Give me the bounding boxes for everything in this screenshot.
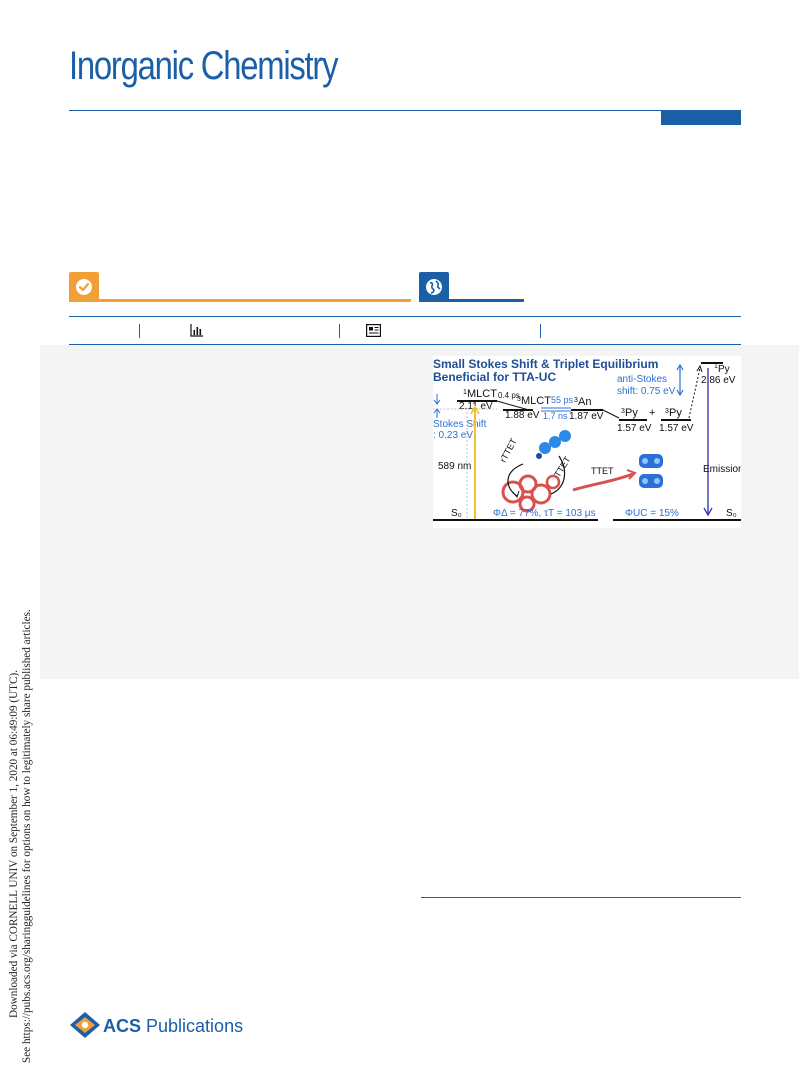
- s0-left-label: S₀: [451, 508, 462, 519]
- mlct-complex-image: [501, 474, 561, 513]
- open-access-badge[interactable]: [419, 272, 449, 302]
- anthracene-image: [536, 430, 571, 459]
- an3-sup: 3: [574, 397, 578, 404]
- rttet-label: rTTET: [498, 436, 519, 464]
- s0-right-label: S₀: [726, 508, 737, 519]
- stokes-arrow-up: [433, 408, 441, 418]
- download-note-line-2: See https://pubs.acs.org/sharingguidelin…: [21, 609, 33, 1063]
- mlct1-label: MLCT: [467, 388, 497, 400]
- mlct1-time: 0.4 ps: [498, 391, 520, 400]
- acs-authorchoice-badge[interactable]: [69, 272, 99, 302]
- stokes-arrow-down: [433, 394, 441, 405]
- globe-icon: [426, 279, 442, 295]
- py1-sup: 1: [714, 363, 718, 370]
- an3-label: An: [578, 396, 591, 408]
- metrics-separator: [139, 324, 140, 338]
- metrics-separator: [339, 324, 340, 338]
- ttet-arrow: [602, 409, 620, 419]
- mlct1-energy: 2.11 eV: [459, 401, 493, 412]
- download-note-line-1: Downloaded via CORNELL UNIV on September…: [8, 669, 20, 1018]
- antistokes-line-2: shift: 0.75 eV: [617, 386, 676, 397]
- newspaper-icon: [366, 324, 382, 338]
- check-circle-icon: [76, 279, 92, 295]
- publisher-publications: Publications: [141, 1016, 244, 1036]
- metrics-link[interactable]: [190, 324, 204, 342]
- toc-graphic[interactable]: Small Stokes Shift & Triplet Equilibrium…: [433, 356, 741, 528]
- recommended-link[interactable]: [366, 324, 382, 342]
- py3b-label: Py: [669, 407, 682, 419]
- title-rule: [69, 110, 741, 111]
- stokes-label: Stokes Shift: [433, 419, 487, 430]
- metrics-separator: [540, 324, 541, 338]
- py3b-energy: 1.57 eV: [659, 423, 694, 434]
- rate-forward: 55 ps: [551, 395, 574, 405]
- pyrene-dimer-image: [639, 454, 663, 488]
- journal-title: Inorganic Chemistry: [69, 44, 339, 88]
- mlct3-label: MLCT: [521, 395, 551, 407]
- py3a-sup: 3: [621, 408, 625, 415]
- mlct3-energy: 1.88 eV: [505, 410, 540, 421]
- py1-label: Py: [718, 364, 730, 375]
- stokes-value: : 0.23 eV: [433, 430, 473, 441]
- badge-underline-orange: [69, 299, 411, 302]
- py3b-sup: 3: [665, 408, 669, 415]
- bar-chart-icon: [190, 324, 203, 337]
- ttet-label-b: TTET: [591, 466, 614, 476]
- an3-energy: 1.87 eV: [569, 411, 604, 422]
- toc-title-line-2: Beneficial for TTA-UC: [433, 370, 556, 384]
- ttet-label-a: TTET: [552, 454, 573, 479]
- mlct3-sup: 3: [517, 396, 521, 403]
- rate-back: 1.7 ns: [543, 411, 568, 421]
- metrics-bar-top-rule: [69, 316, 741, 317]
- toc-title-line-1: Small Stokes Shift & Triplet Equilibrium: [433, 357, 658, 371]
- excitation-label: 589 nm: [438, 461, 471, 472]
- title-tab: [661, 110, 741, 125]
- py3a-label: Py: [625, 407, 638, 419]
- energy-diagram: Small Stokes Shift & Triplet Equilibrium…: [433, 357, 741, 521]
- antistokes-line-1: anti-Stokes: [617, 374, 667, 385]
- py3a-energy: 1.57 eV: [617, 423, 652, 434]
- footnote-rule: [421, 897, 741, 898]
- isc-arrow: [496, 400, 530, 411]
- py1-energy: 2.86 eV: [701, 375, 736, 386]
- metrics-bar-bottom-rule: [69, 344, 741, 345]
- download-note: Downloaded via CORNELL UNIV on September…: [0, 315, 40, 1063]
- badge-underline-blue: [419, 299, 524, 302]
- ttet-transfer-arrow: [572, 472, 634, 492]
- phi-uc-label: ΦUC = 15%: [625, 508, 679, 519]
- acs-logo-icon: [69, 1011, 101, 1044]
- emission-label: Emission: [703, 464, 741, 475]
- publisher-name[interactable]: ACS Publications: [103, 1016, 243, 1037]
- phi-delta-label: ΦΔ = 77%, τT = 103 μs: [493, 508, 596, 519]
- publisher-acs: ACS: [103, 1016, 142, 1036]
- mlct1-sup: 1: [463, 389, 467, 396]
- plus-sign: +: [649, 407, 655, 419]
